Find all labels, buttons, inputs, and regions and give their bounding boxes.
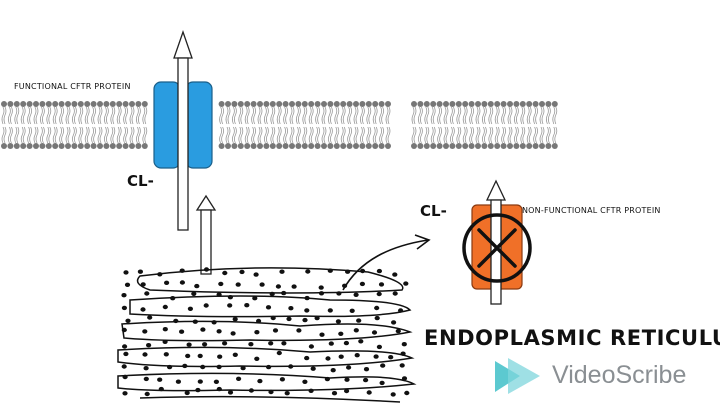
er-title: ENDOPLASMIC RETICULUM bbox=[424, 326, 720, 350]
chloride-label-left: CL- bbox=[127, 172, 154, 190]
functional-cftr-label: FUNCTIONAL CFTR PROTEIN bbox=[14, 82, 131, 91]
endoplasmic-reticulum-drawing bbox=[117, 267, 417, 403]
cell-membrane-left bbox=[1, 101, 391, 149]
x-mark-icon bbox=[462, 213, 532, 283]
functional-cftr-channel bbox=[153, 81, 213, 169]
non-functional-cftr-label: NON-FUNCTIONAL CFTR PROTEIN bbox=[522, 206, 661, 215]
cell-membrane-right bbox=[411, 101, 558, 149]
chloride-label-right: CL- bbox=[420, 202, 447, 220]
videoscribe-brand: VideoScribe bbox=[552, 361, 687, 389]
arrow-up-icon bbox=[195, 194, 217, 275]
videoscribe-logo-icon bbox=[495, 358, 540, 394]
non-functional-cftr-channel bbox=[471, 179, 523, 305]
arrow-up-icon bbox=[173, 30, 193, 231]
curved-arrow-icon bbox=[342, 234, 431, 291]
